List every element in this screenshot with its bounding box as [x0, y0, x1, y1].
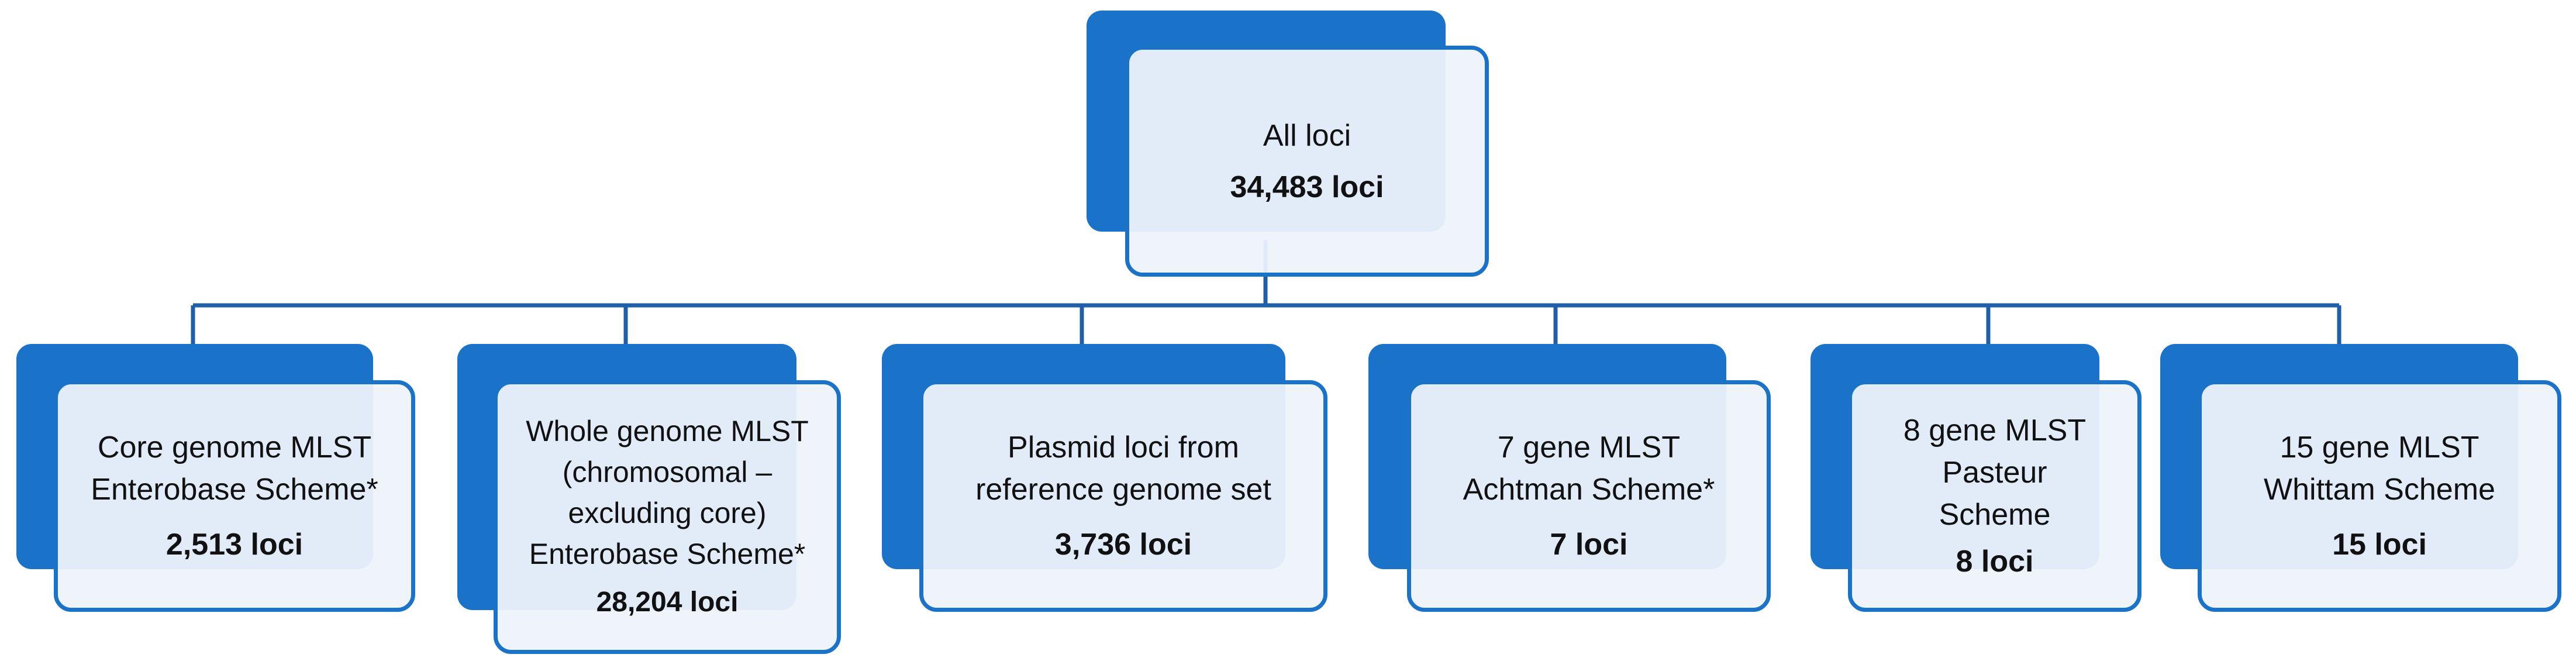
node-all-loci-panel: All loci 34,483 loci: [1125, 46, 1489, 277]
label-line: excluding core): [568, 497, 767, 529]
node-plasmid-loci-count: 3,736 loci: [1054, 528, 1192, 562]
label-line: reference genome set: [975, 473, 1271, 507]
node-8-gene-mlst: 8 gene MLST Pasteur Scheme 8 loci: [1811, 344, 2142, 612]
label-line: Whole genome MLST: [526, 415, 809, 447]
label-line: All loci: [1263, 118, 1351, 153]
label-line: 7 gene MLST: [1497, 431, 1681, 464]
node-8-gene-mlst-panel: 8 gene MLST Pasteur Scheme 8 loci: [1848, 380, 2142, 612]
node-8-gene-mlst-count: 8 loci: [1956, 545, 2034, 579]
label-line: Enterobase Scheme*: [91, 473, 378, 507]
node-15-gene-mlst-panel: 15 gene MLST Whittam Scheme 15 loci: [2198, 380, 2561, 612]
node-plasmid-loci: Plasmid loci from reference genome set 3…: [882, 344, 1327, 612]
node-15-gene-mlst: 15 gene MLST Whittam Scheme 15 loci: [2160, 344, 2561, 612]
label-line: 8 gene MLST: [1903, 414, 2087, 447]
node-core-genome-mlst-count: 2,513 loci: [165, 528, 304, 562]
node-all-loci-count: 34,483 loci: [1230, 170, 1384, 204]
node-whole-genome-mlst-label: Whole genome MLST (chromosomal – excludi…: [526, 411, 809, 574]
label-line: Core genome MLST: [97, 431, 372, 464]
node-7-gene-mlst-label: 7 gene MLST Achtman Scheme*: [1463, 426, 1715, 511]
node-whole-genome-mlst-panel: Whole genome MLST (chromosomal – excludi…: [494, 380, 841, 654]
node-all-loci-label: All loci: [1263, 115, 1351, 157]
node-plasmid-loci-panel: Plasmid loci from reference genome set 3…: [919, 380, 1327, 612]
node-whole-genome-mlst-count: 28,204 loci: [596, 587, 739, 618]
label-line: Plasmid loci from: [1008, 431, 1239, 464]
node-all-loci: All loci 34,483 loci: [1087, 11, 1489, 277]
node-plasmid-loci-label: Plasmid loci from reference genome set: [975, 426, 1271, 511]
label-line: 15 gene MLST: [2280, 431, 2480, 464]
node-15-gene-mlst-count: 15 loci: [2332, 528, 2427, 562]
node-core-genome-mlst-label: Core genome MLST Enterobase Scheme*: [91, 426, 378, 511]
label-line: Scheme: [1939, 498, 2051, 532]
node-7-gene-mlst-panel: 7 gene MLST Achtman Scheme* 7 loci: [1407, 380, 1771, 612]
node-core-genome-mlst-panel: Core genome MLST Enterobase Scheme* 2,51…: [54, 380, 415, 612]
node-7-gene-mlst-count: 7 loci: [1550, 528, 1628, 562]
label-line: Enterobase Scheme*: [529, 538, 806, 570]
label-line: Whittam Scheme: [2264, 473, 2495, 507]
node-whole-genome-mlst: Whole genome MLST (chromosomal – excludi…: [457, 344, 841, 654]
label-line: Achtman Scheme*: [1463, 473, 1715, 507]
node-8-gene-mlst-label: 8 gene MLST Pasteur Scheme: [1903, 409, 2086, 536]
label-line: Pasteur: [1942, 456, 2047, 490]
node-7-gene-mlst: 7 gene MLST Achtman Scheme* 7 loci: [1368, 344, 1771, 612]
node-core-genome-mlst: Core genome MLST Enterobase Scheme* 2,51…: [16, 344, 415, 612]
node-15-gene-mlst-label: 15 gene MLST Whittam Scheme: [2264, 426, 2495, 511]
label-line: (chromosomal –: [562, 456, 773, 488]
